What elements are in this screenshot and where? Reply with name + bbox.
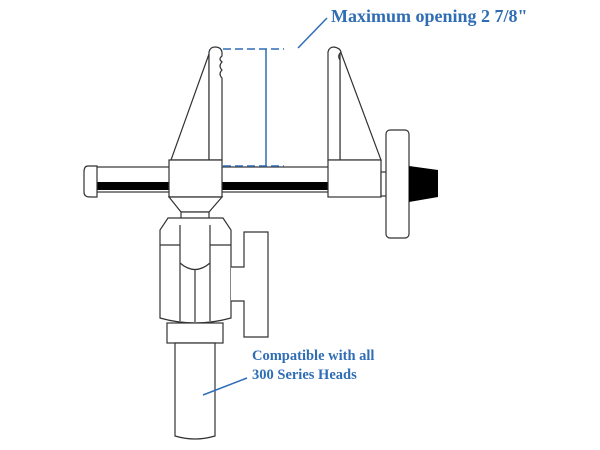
compat-line-2: 300 Series Heads xyxy=(252,367,357,383)
opening-label: Maximum opening 2 7/8" xyxy=(331,6,528,26)
fixed-jaw xyxy=(167,46,224,227)
sliding-jaw xyxy=(327,46,438,239)
head-mount xyxy=(159,217,269,440)
compat-line-1: Compatible with all xyxy=(252,348,375,364)
compatibility-label: Compatible with all 300 Series Heads xyxy=(252,347,374,385)
opening-dimension xyxy=(202,17,328,396)
